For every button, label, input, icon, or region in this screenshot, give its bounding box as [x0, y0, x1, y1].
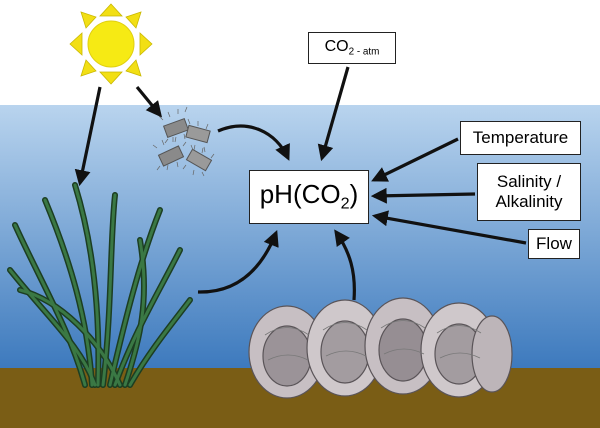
- arrow-seagrass-to-ph: [197, 230, 279, 294]
- phytoplankton-icon: [152, 106, 215, 177]
- arrow-salinity-to-ph: [370, 187, 476, 204]
- arrows: [74, 66, 527, 301]
- co2-atm-subscript: 2 - atm: [348, 46, 380, 58]
- arrow-oysters-to-ph: [334, 229, 356, 301]
- co2-atm-node: CO2 - atm: [308, 32, 396, 64]
- salinity-alkalinity-node: Salinity / Alkalinity: [477, 163, 581, 221]
- flow-label: Flow: [536, 234, 572, 254]
- arrow-sun-to-seagrass: [74, 86, 102, 187]
- co2-atm-prefix: CO: [324, 38, 349, 56]
- ph-subscript: 2: [340, 195, 350, 214]
- flow-node: Flow: [528, 229, 580, 259]
- ph-co2-node: pH(CO2): [249, 170, 369, 224]
- temperature-label: Temperature: [472, 128, 569, 148]
- sun-icon: [69, 3, 153, 85]
- ph-suffix: ): [349, 179, 359, 210]
- temperature-node: Temperature: [460, 121, 581, 155]
- oyster-icon: [248, 297, 513, 399]
- ph-prefix: pH(CO: [259, 179, 341, 210]
- arrow-flow-to-ph: [371, 210, 527, 245]
- arrow-temperature-to-ph: [371, 137, 459, 182]
- arrow-co2atm-to-ph: [317, 66, 350, 162]
- arrow-phytoplankton-to-ph: [217, 124, 290, 161]
- salinity-label: Salinity /: [496, 172, 562, 192]
- alkalinity-label: Alkalinity: [495, 192, 563, 211]
- seagrass-icon: [7, 182, 193, 388]
- arrow-sun-to-phytoplankton: [135, 85, 163, 118]
